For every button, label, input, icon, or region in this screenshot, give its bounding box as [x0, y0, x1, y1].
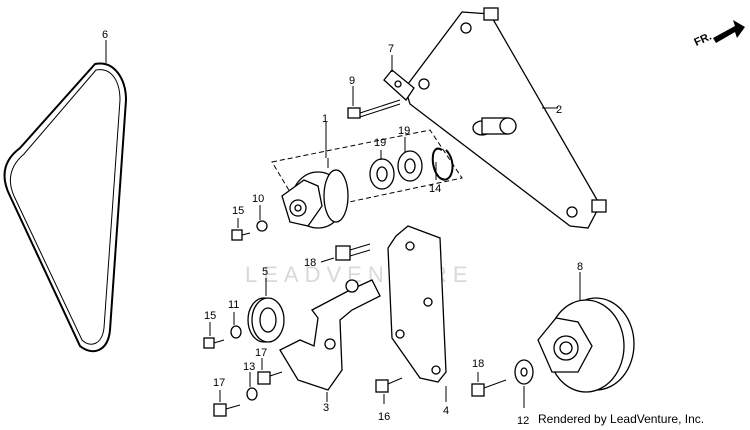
bolt-part-9 — [347, 86, 401, 119]
bearing-part-19-a — [369, 158, 395, 190]
callout-14: 14 — [429, 183, 441, 195]
callout-19-a: 19 — [374, 137, 386, 149]
credit-text: Rendered by LeadVenture, Inc. — [538, 412, 705, 426]
idler-pulley-part-5 — [247, 278, 285, 343]
callout-6: 6 — [102, 29, 108, 41]
callout-15-upper: 15 — [232, 205, 244, 217]
callout-17-lower: 17 — [213, 377, 225, 389]
callout-18-upper: 18 — [304, 257, 316, 269]
bolt-part-15-lower — [203, 322, 225, 349]
washer-part-11 — [230, 312, 242, 339]
callout-17-upper: 17 — [255, 347, 267, 359]
bolt-part-17-upper — [257, 358, 283, 385]
callout-9: 9 — [349, 75, 355, 87]
callout-16: 16 — [378, 411, 390, 423]
bracket-part-7 — [383, 55, 415, 101]
bolt-part-18-upper — [320, 243, 371, 263]
bolt-part-15-upper — [231, 218, 251, 241]
callout-3: 3 — [323, 402, 329, 414]
v-belt-part-6 — [3, 40, 128, 353]
callout-2: 2 — [556, 104, 562, 116]
callout-11: 11 — [228, 299, 239, 311]
tensioner-arm-part-3 — [279, 279, 381, 402]
callout-15-lower: 15 — [204, 310, 216, 322]
callout-8: 8 — [577, 261, 583, 273]
bolt-part-16 — [375, 377, 403, 404]
callout-12: 12 — [517, 415, 529, 427]
pulley-housing-part-1 — [281, 169, 349, 229]
bolt-part-17-lower — [213, 390, 241, 417]
washer-part-12 — [514, 359, 534, 408]
callout-1: 1 — [322, 113, 328, 125]
callout-19-b: 19 — [398, 125, 410, 137]
snap-ring-part-14 — [431, 147, 454, 181]
front-label: FR. — [692, 31, 713, 49]
drive-pulley-part-8 — [537, 272, 635, 393]
callout-7: 7 — [388, 43, 394, 55]
washer-part-10 — [256, 205, 268, 232]
callout-13: 13 — [243, 361, 255, 373]
callout-10: 10 — [252, 193, 264, 205]
washer-part-13 — [246, 372, 258, 401]
mounting-plate-part-2 — [404, 7, 607, 229]
front-direction-indicator: FR. — [692, 20, 745, 49]
callout-4: 4 — [443, 405, 449, 417]
plate-part-4 — [387, 225, 447, 402]
bearing-part-19-b — [397, 150, 423, 182]
callout-18-lower: 18 — [472, 358, 484, 370]
callout-5: 5 — [262, 266, 268, 278]
bolt-part-18-lower — [471, 372, 507, 397]
